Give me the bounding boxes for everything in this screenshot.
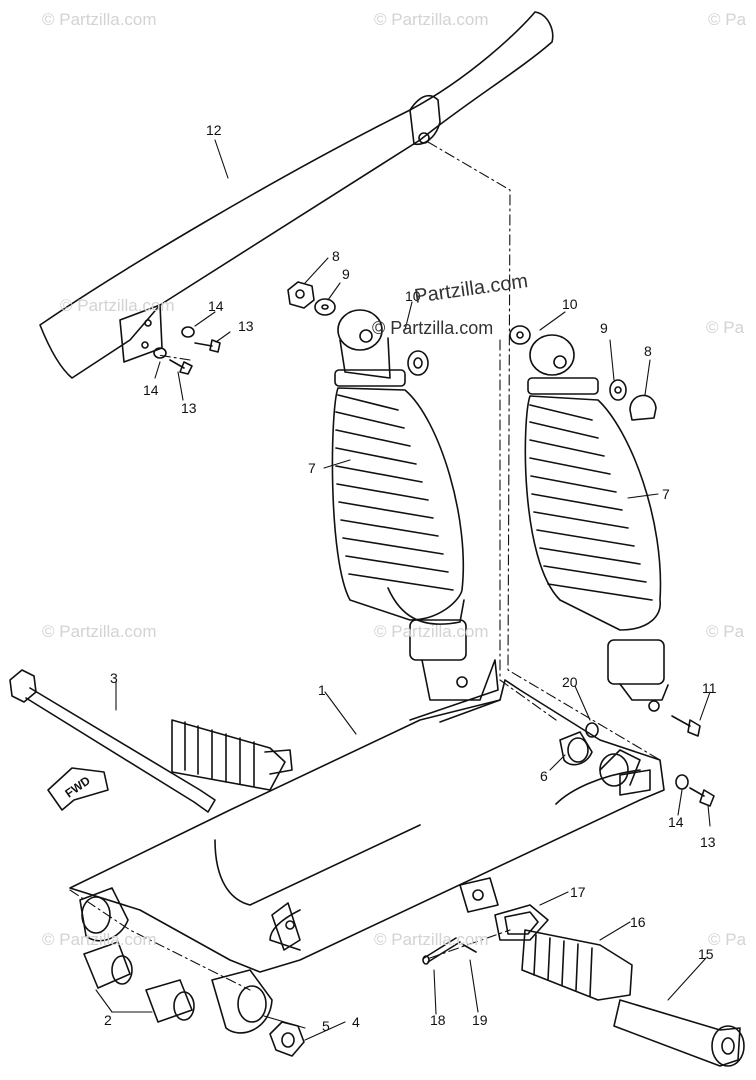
callout-14-upper: 14 (208, 298, 224, 314)
footrest-bracket (459, 877, 499, 913)
callout-13-upper: 13 (238, 318, 254, 334)
callout-5: 5 (322, 1018, 330, 1034)
pivot-collar-left (79, 887, 129, 942)
spacer-collar-2 (599, 749, 641, 787)
callout-7-left: 7 (308, 460, 316, 476)
watermark: © Pa (706, 318, 745, 337)
watermark: © Partzilla.com (374, 930, 489, 949)
footrest-rubber-left (171, 719, 293, 791)
callout-17: 17 (570, 884, 586, 900)
callout-14-swingarm: 14 (668, 814, 684, 830)
callout-13-swingarm: 13 (700, 834, 716, 850)
callout-8-right: 8 (644, 343, 652, 359)
watermark: © Partzilla.com (60, 296, 175, 315)
assembly-lines (69, 141, 661, 991)
guard-washer-lower (153, 347, 167, 359)
shock-absorber-right (524, 334, 669, 712)
callout-8-left: 8 (332, 248, 340, 264)
watermark: © Pa (708, 930, 747, 949)
callout-9-right: 9 (600, 320, 608, 336)
shock-lower-bolt (671, 715, 701, 737)
watermark: © Partzilla.com (42, 622, 157, 641)
washer-left (314, 298, 336, 316)
callout-14-lower: 14 (143, 382, 159, 398)
swingarm-bolt (689, 787, 715, 807)
cap-nut-right (629, 394, 657, 421)
callout-7-right: 7 (662, 486, 670, 502)
washer-right-2 (609, 379, 627, 401)
watermark: © Pa (706, 622, 745, 641)
washer-right-1 (509, 325, 531, 345)
guard-washer-upper (181, 326, 195, 338)
swing-arm (69, 679, 665, 973)
callout-16: 16 (630, 914, 646, 930)
watermark: © Pa (708, 10, 747, 29)
callout-1: 1 (318, 682, 326, 698)
callout-2: 2 (104, 1012, 112, 1028)
callout-12: 12 (206, 122, 222, 138)
shock-absorber-left (331, 309, 499, 721)
guard-bolt-upper (194, 339, 221, 353)
forward-arrow (47, 767, 109, 811)
callout-19: 19 (472, 1012, 488, 1028)
footrest-shaft (613, 999, 745, 1067)
spacer-collar (559, 731, 593, 766)
footrest-rubber-right (521, 929, 633, 1001)
footrest-pin (422, 937, 461, 965)
watermark: © Partzilla.com (42, 930, 157, 949)
callout-10-left: 10 (405, 288, 421, 304)
callout-18: 18 (430, 1012, 446, 1028)
footrest-plate (494, 904, 549, 941)
pivot-bushing-2 (145, 979, 195, 1023)
guard-bolt-lower (169, 359, 193, 375)
pivot-collar-right (211, 969, 273, 1034)
callout-11: 11 (702, 680, 717, 696)
watermark-brand: © Partzilla.com (372, 318, 494, 338)
cotter-pin (461, 943, 477, 953)
watermark: © Partzilla.com (374, 10, 489, 29)
callout-15: 15 (698, 946, 714, 962)
pivot-nut (269, 1021, 305, 1057)
watermark: © Partzilla.com (374, 622, 489, 641)
pivot-bushing-1 (83, 941, 133, 989)
swingarm-washer (675, 774, 689, 790)
callout-10-right: 10 (562, 296, 578, 312)
callout-20: 20 (562, 674, 578, 690)
pivot-shaft (9, 669, 216, 813)
cap-nut-left (287, 281, 315, 309)
callout-9-left: 9 (342, 266, 350, 282)
washer-20 (585, 722, 599, 738)
leader-lines (95, 139, 711, 1041)
washer-left-2 (407, 350, 429, 376)
watermark: © Partzilla.com (42, 10, 157, 29)
callout-13-lower: 13 (181, 400, 197, 416)
callout-6: 6 (540, 768, 548, 784)
callout-4: 4 (352, 1014, 360, 1030)
callout-3: 3 (110, 670, 118, 686)
